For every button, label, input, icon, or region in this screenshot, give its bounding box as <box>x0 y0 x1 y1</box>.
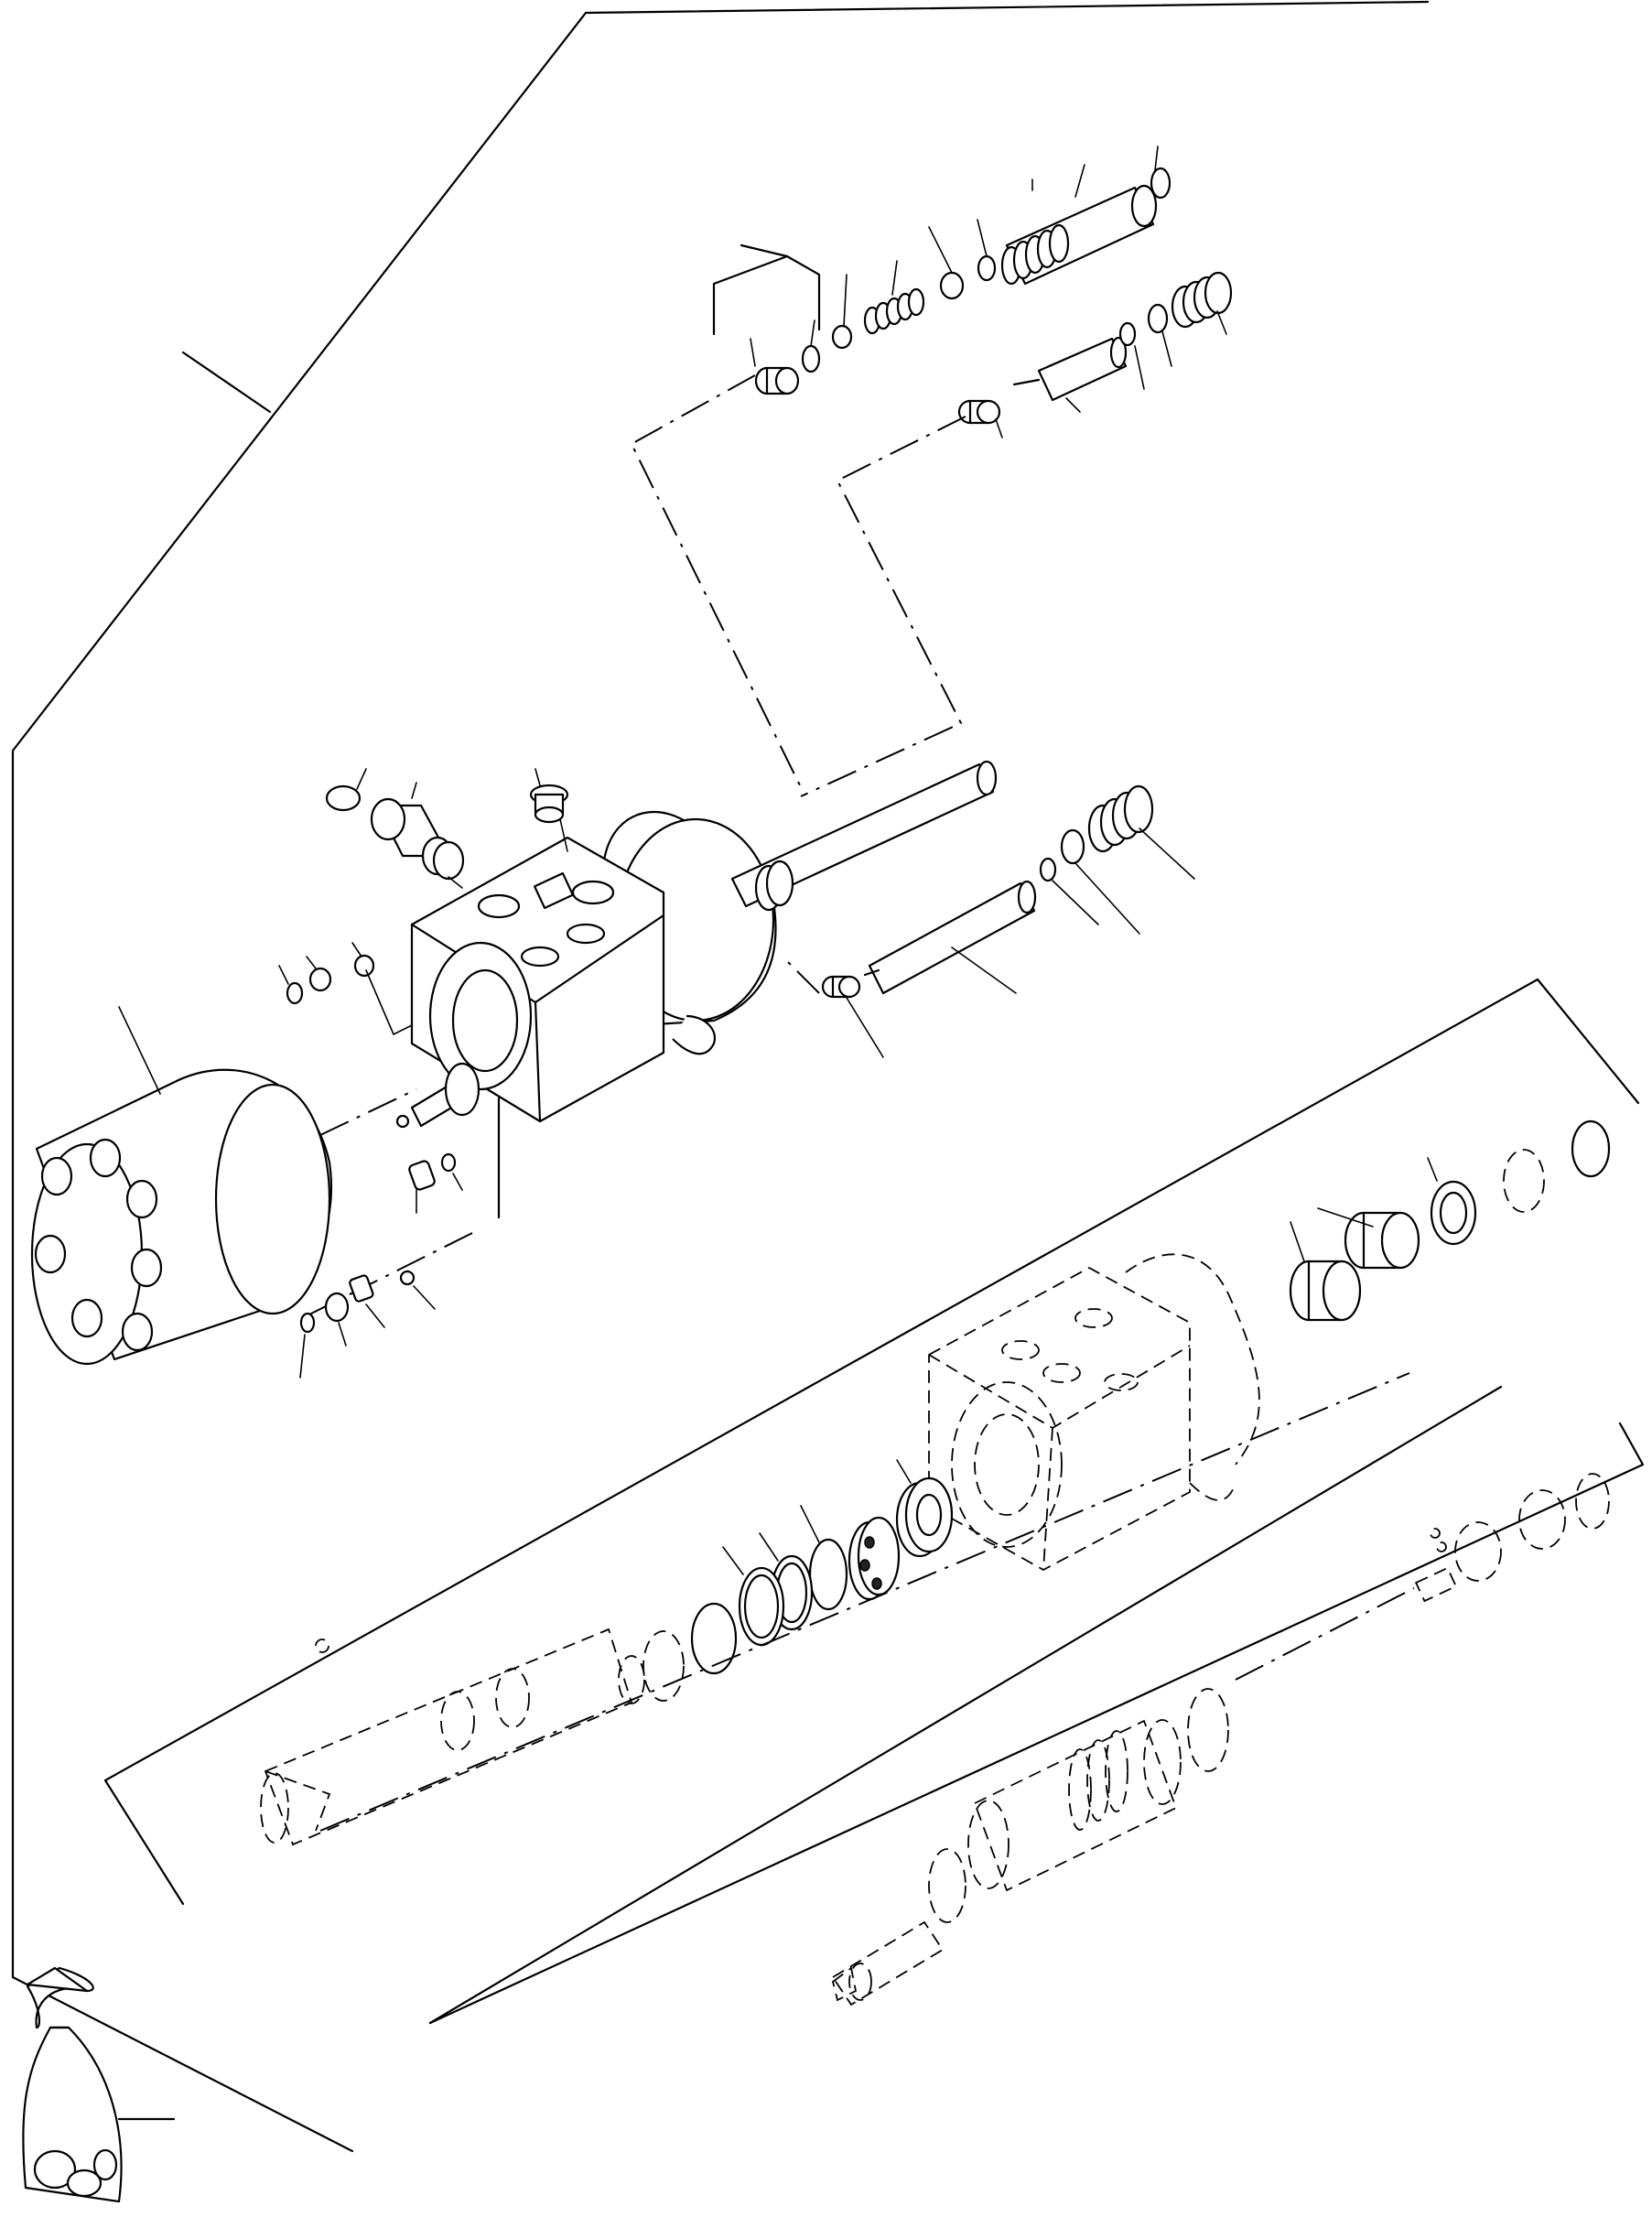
gerotor-housing <box>30 1006 333 1366</box>
thrust-bearing-part <box>848 1516 901 1601</box>
valve-subassembly-border <box>103 978 1645 2025</box>
bushing-part <box>1289 1260 1362 1322</box>
center-lines-lower <box>319 1372 1415 1832</box>
piston-part <box>1012 336 1128 402</box>
seal-kit-bag-icon <box>22 1966 176 2203</box>
phantom-spool <box>260 1628 633 1846</box>
cartridge-part <box>1000 184 1158 286</box>
relief-valve-parts <box>712 146 1172 395</box>
snap-ring-part <box>1571 1119 1611 1178</box>
o-ring-part <box>801 344 821 373</box>
check-valve-part <box>370 797 465 881</box>
small-cap-part-2 <box>821 975 861 999</box>
seat-part <box>831 324 853 350</box>
plug-part <box>754 366 800 395</box>
phantom-housing <box>928 1253 1260 1572</box>
plug-fitting-part <box>529 784 569 824</box>
threaded-plug-part-2 <box>1087 784 1154 853</box>
o-ring-part-5 <box>325 784 362 812</box>
spring-part <box>863 287 925 335</box>
bearing-race-part <box>1344 1211 1420 1270</box>
drive-spline <box>319 1062 501 1219</box>
spool-rod-part <box>863 880 1037 995</box>
assembly-group-border <box>11 0 1430 2153</box>
o-ring-part-2 <box>1150 167 1172 200</box>
bearing-seal-parts <box>1289 1119 1611 1322</box>
washer-part <box>977 254 997 282</box>
mid-shaft-parts <box>786 784 1195 1058</box>
shaft-seal-part <box>895 1476 954 1558</box>
shuttle-parts <box>957 271 1233 438</box>
phantom-gerotor-star <box>831 1848 966 2006</box>
o-ring-part-3 <box>1118 321 1137 347</box>
phantom-sleeve <box>967 1473 1610 1892</box>
washer-part-2 <box>808 1538 848 1611</box>
body-fittings <box>278 768 569 1035</box>
valve-body <box>410 760 998 1123</box>
lower-small-parts <box>299 1152 477 1379</box>
center-lines-upper <box>630 374 966 797</box>
poppet-part <box>939 271 965 300</box>
o-ring-part-4 <box>1147 303 1169 334</box>
small-cap-part <box>957 399 1001 425</box>
threaded-plug-part <box>1171 271 1233 329</box>
spool-ring-parts <box>618 1459 954 1704</box>
